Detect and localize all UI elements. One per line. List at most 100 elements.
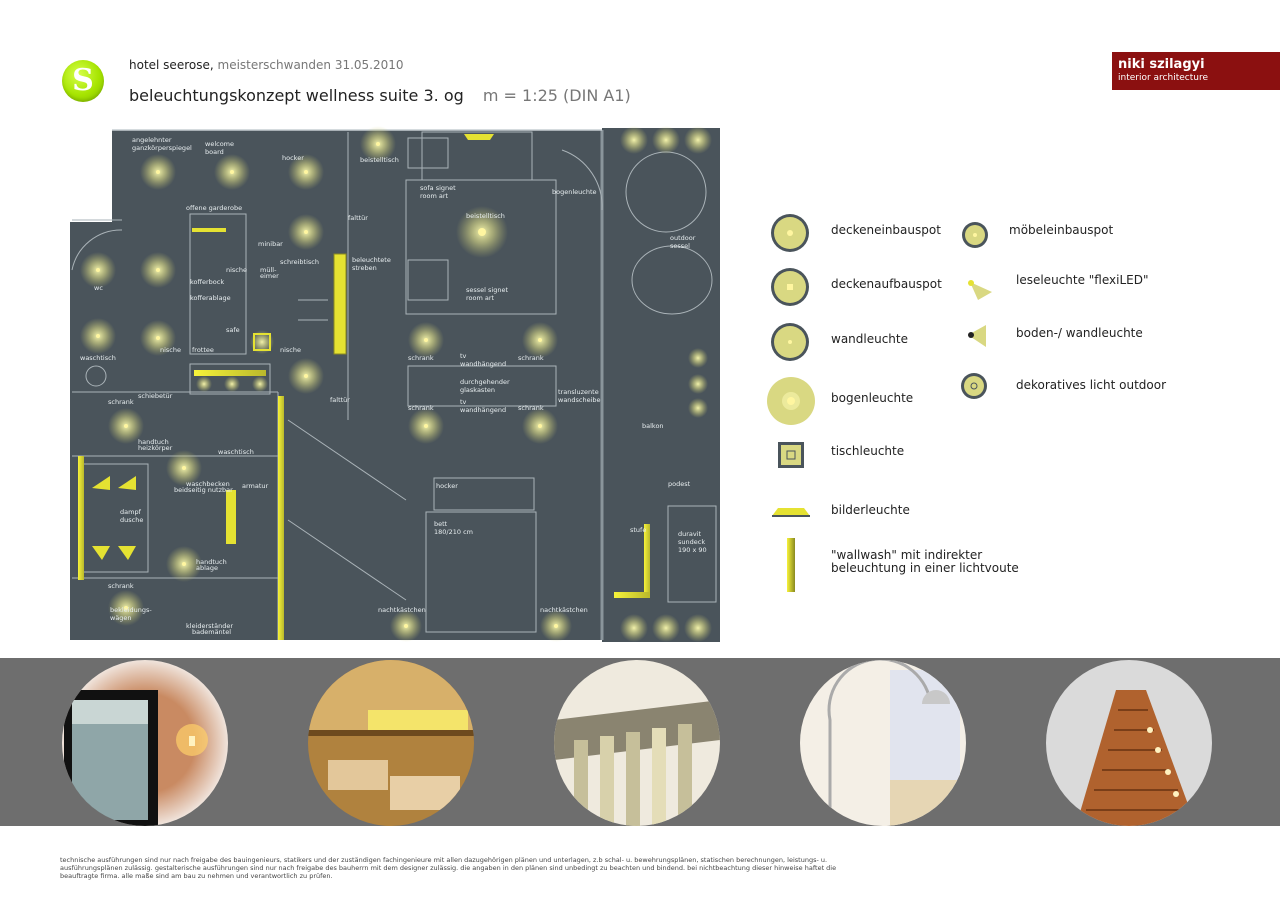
plan-label: dampf — [120, 508, 142, 516]
plan-label: 180/210 cm — [434, 528, 473, 536]
plan-label: bett — [434, 520, 448, 528]
plan-label: schrank — [518, 404, 544, 412]
legend-label: tischleuchte — [831, 444, 905, 458]
plan-label: armatur — [242, 482, 269, 490]
place-date: meisterschwanden 31.05.2010 — [217, 58, 404, 72]
ceiling-recessed-spot-icon — [771, 214, 809, 252]
furniture-spot-icon — [962, 222, 988, 248]
project-line: hotel seerose, meisterschwanden 31.05.20… — [129, 58, 404, 72]
plan-label: wandhängend — [460, 406, 506, 414]
plan-label: nische — [160, 346, 181, 354]
plan-label: schrank — [108, 398, 134, 406]
plan-labels: angelehnter ganzkörperspiegel welcome bo… — [80, 136, 707, 636]
project-name: hotel seerose, — [129, 58, 214, 72]
legend-label: leseleuchte "flexiLED" — [1016, 273, 1149, 287]
plan-label: beistelltisch — [360, 156, 399, 164]
plan-label: schrank — [408, 354, 434, 362]
plan-label: nachtkästchen — [540, 606, 588, 614]
plan-label: waschbecken — [186, 480, 230, 488]
plan-label: beidseitig nutzbar — [174, 486, 233, 494]
ceiling-surface-spot-icon — [771, 268, 809, 306]
wallwash-strips — [78, 134, 650, 640]
plan-label: welcome — [205, 140, 234, 148]
plan-label: hocker — [436, 482, 458, 490]
architect-brand: niki szilagyi interior architecture — [1112, 52, 1280, 90]
title-text: beleuchtungskonzept wellness suite 3. og — [129, 86, 464, 105]
plan-label: tv — [460, 398, 467, 406]
plan-label: nische — [226, 266, 247, 274]
plan-label: dusche — [120, 516, 143, 524]
plan-label: safe — [226, 326, 240, 334]
plan-label: falttür — [330, 396, 350, 404]
plan-label: falttür — [348, 214, 368, 222]
plan-label: duravit — [678, 530, 702, 538]
reading-light-icon — [968, 280, 992, 300]
photo-band — [0, 658, 1280, 826]
plan-label: angelehnter — [132, 136, 172, 144]
plan-label: frottee — [192, 346, 214, 354]
plan-label: ablage — [196, 564, 218, 572]
arc-lamp-icon — [767, 377, 815, 425]
plan-label: wägen — [110, 614, 132, 622]
plan-label: waschtisch — [80, 354, 116, 362]
photo-washbasin-lighting — [308, 660, 474, 826]
table-lamp-icon — [778, 442, 804, 468]
legend-label: deckenaufbauspot — [831, 277, 942, 291]
hotel-logo: S — [62, 60, 104, 102]
plan-label: schiebetür — [138, 392, 173, 400]
plan-label: wandscheibe — [558, 396, 601, 404]
plan-label: kofferablage — [190, 294, 231, 302]
plan-label: hocker — [282, 154, 304, 162]
plan-label: room art — [420, 192, 449, 200]
logo-glyph: S — [72, 63, 94, 98]
legend-label: beleuchtung in einer lichtvoute — [831, 561, 1019, 575]
plan-label: kleiderständer — [186, 622, 233, 630]
plan-label: ganzkörperspiegel — [132, 144, 192, 152]
plan-label: bekleidungs- — [110, 606, 152, 614]
plan-label: board — [205, 148, 224, 156]
plan-label: waschtisch — [218, 448, 254, 456]
brand-subtitle: interior architecture — [1118, 73, 1208, 83]
plan-label: streben — [352, 264, 377, 272]
plan-label: eimer — [260, 272, 279, 280]
photo-arc-lamp — [800, 660, 966, 826]
plan-label: nische — [280, 346, 301, 354]
plan-label: beleuchtete — [352, 256, 391, 264]
floor-wall-light-icon — [968, 325, 986, 347]
plan-label: schrank — [108, 582, 134, 590]
scale-text: m = 1:25 (DIN A1) — [482, 86, 631, 105]
legend-label: bilderleuchte — [831, 503, 910, 517]
photo-mirror-wall-light — [62, 660, 228, 826]
plan-label: outdoor — [670, 234, 696, 242]
plan-label: durchgehender — [460, 378, 510, 386]
plan-label: heizkörper — [138, 444, 173, 452]
plan-label: müll- — [260, 266, 277, 274]
plan-label: schreibtisch — [280, 258, 319, 266]
legend-label: "wallwash" mit indirekter — [831, 548, 983, 562]
plan-label: handtuch — [196, 558, 227, 566]
plan-label: wc — [94, 284, 103, 292]
plan-label: tv — [460, 352, 467, 360]
plan-label: podest — [668, 480, 691, 488]
plan-label: stufe — [630, 526, 646, 534]
legend-label: boden-/ wandleuchte — [1016, 326, 1143, 340]
legend-label: wandleuchte — [831, 332, 909, 346]
plan-label: schrank — [408, 404, 434, 412]
plan-label: handtuch — [138, 438, 169, 446]
plan-label: bademäntel — [192, 628, 231, 636]
plan-label: sundeck — [678, 538, 705, 546]
plan-label: balkon — [642, 422, 664, 430]
plan-label: sessel — [670, 242, 690, 250]
legend-label: dekoratives licht outdoor — [1016, 378, 1167, 392]
disclaimer-text: technische ausführungen sind nur nach fr… — [60, 856, 837, 880]
sheet-title: beleuchtungskonzept wellness suite 3. og… — [129, 86, 631, 105]
plan-label: offene garderobe — [186, 204, 242, 212]
light-fixtures — [80, 126, 712, 642]
plan-label: sofa signet — [420, 184, 456, 192]
plan-label: nachtkästchen — [378, 606, 426, 614]
picture-light-icon — [772, 508, 810, 517]
legend-label: möbeleinbauspot — [1009, 223, 1114, 237]
decorative-outdoor-light-icon — [961, 373, 987, 399]
plan-label: schrank — [518, 354, 544, 362]
plan-label: bogenleuchte — [552, 188, 597, 196]
